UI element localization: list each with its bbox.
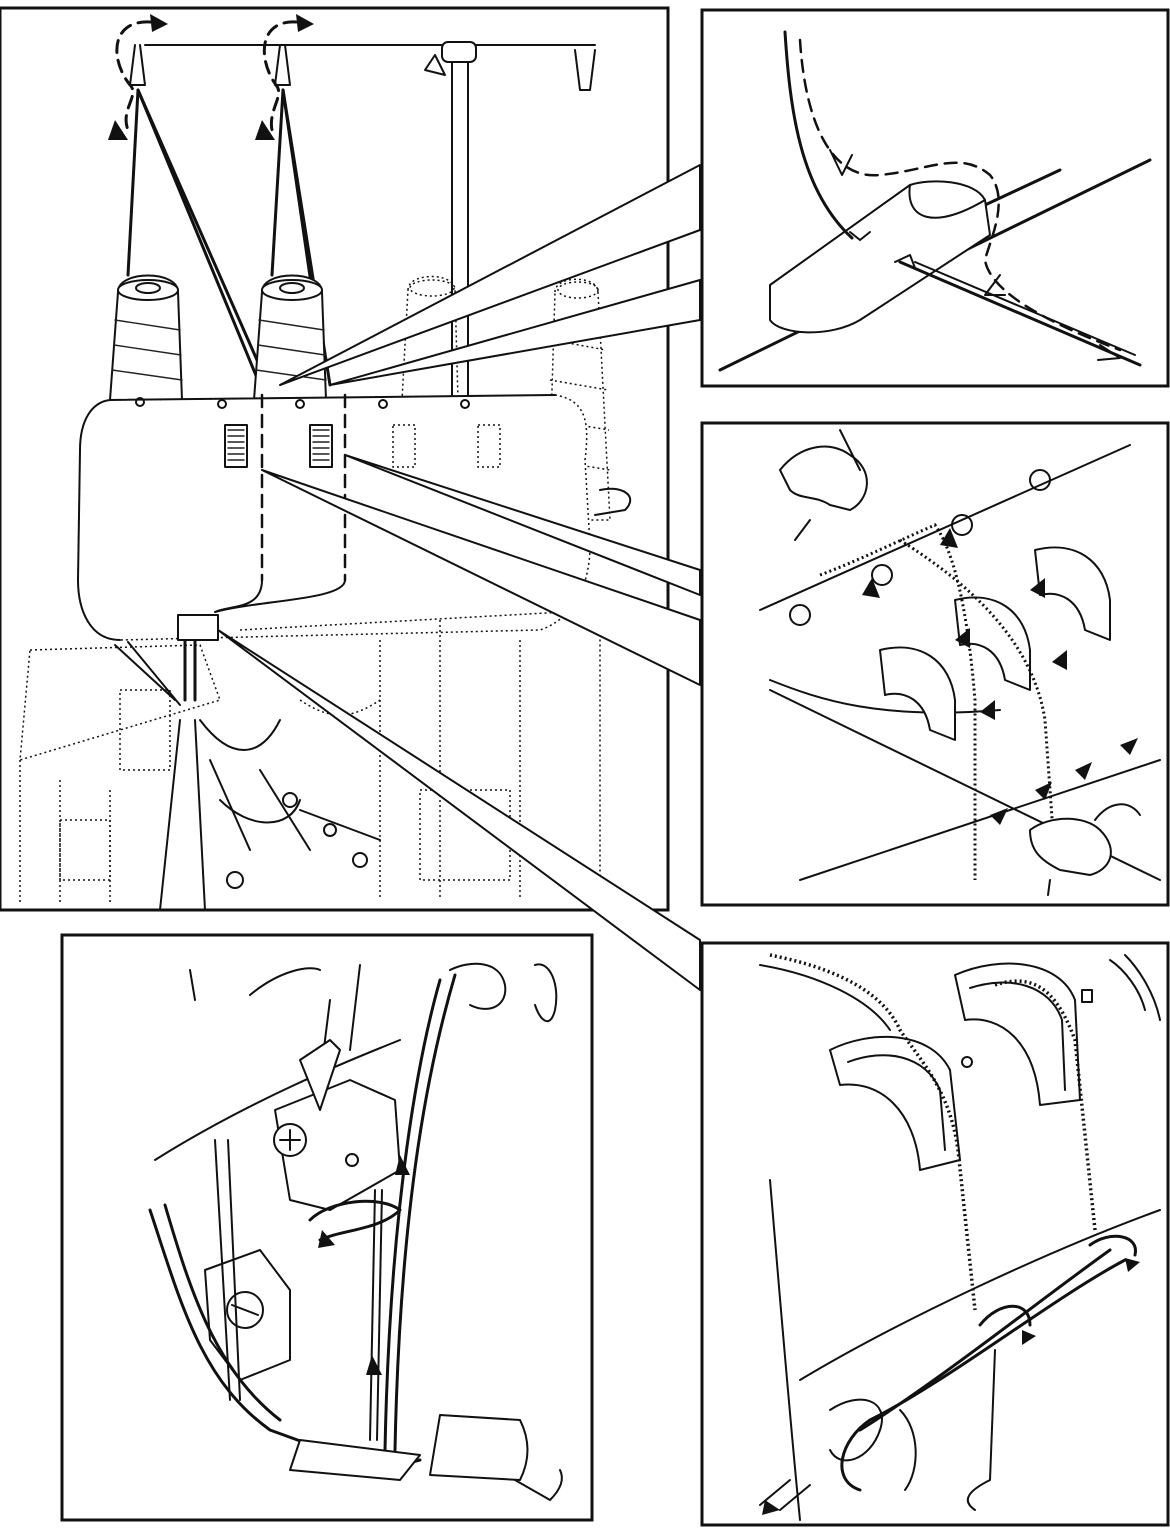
hand-bottom bbox=[1029, 817, 1112, 876]
thread-guide-block bbox=[769, 180, 991, 334]
thread-dashed-route bbox=[798, 38, 1122, 352]
stand-pole bbox=[451, 59, 469, 396]
guide-loop-2 bbox=[262, 20, 298, 132]
cone-2 bbox=[253, 274, 327, 401]
tension-thread-path-1 bbox=[769, 953, 977, 1311]
guide-loop-1 bbox=[115, 20, 152, 132]
tension-housing-1 bbox=[879, 646, 956, 741]
thread-out bbox=[898, 260, 1142, 367]
guide-hook-2 bbox=[274, 44, 291, 86]
thread-in bbox=[783, 30, 854, 240]
detail-mid-right-panel bbox=[700, 421, 1170, 907]
presser-foot-tab bbox=[429, 1414, 529, 1481]
guide-hook-4 bbox=[574, 49, 596, 91]
detail-top-right-panel bbox=[700, 8, 1170, 388]
tension-housing-3 bbox=[1034, 546, 1111, 641]
arrow-down-2 bbox=[296, 14, 314, 32]
detail-bottom-left-panel bbox=[60, 933, 594, 1522]
needle-thread-2 bbox=[393, 973, 457, 1452]
thread-cones bbox=[109, 274, 611, 521]
thread-stand bbox=[108, 14, 596, 396]
dial-thread-path-2 bbox=[899, 538, 1057, 861]
guide-hook-1 bbox=[129, 44, 146, 86]
looper-hook-1 bbox=[1088, 1234, 1137, 1257]
pointer-wedges bbox=[159, 164, 701, 991]
upper-housing bbox=[77, 394, 591, 641]
detail-bottom-right-panel bbox=[700, 941, 1170, 1527]
arrow-down-1 bbox=[150, 14, 168, 32]
detail-bottom-right-frame bbox=[700, 941, 1170, 1527]
main-machine-panel bbox=[0, 6, 701, 991]
machine-housing bbox=[77, 393, 591, 641]
stand-cap bbox=[441, 41, 477, 63]
arrow-up-1 bbox=[108, 120, 128, 140]
tension-thread-path-2 bbox=[994, 979, 1097, 1231]
arrow-up-2 bbox=[255, 120, 275, 140]
tension-dial-4 bbox=[477, 424, 501, 468]
tension-dial-3 bbox=[392, 424, 416, 468]
cone-1 bbox=[109, 274, 183, 401]
needle-thread-1 bbox=[383, 978, 442, 1452]
hand-top bbox=[779, 445, 868, 511]
guide-hook-3 bbox=[424, 54, 446, 76]
dial-thread-path-1 bbox=[819, 523, 977, 880]
